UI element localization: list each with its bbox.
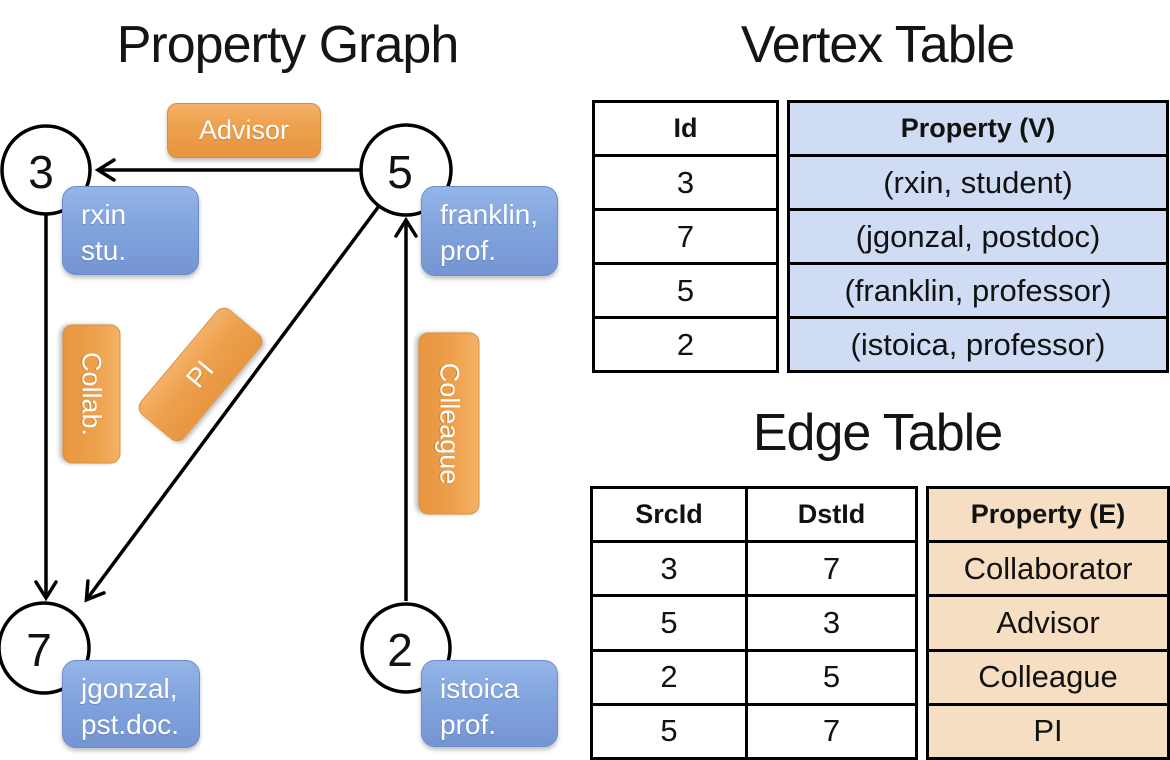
edge-property-header: Property (E)	[926, 485, 1170, 544]
node-2-property-box: istoica prof.	[421, 660, 558, 747]
vertex-row-property: (istoica, professor)	[787, 316, 1169, 373]
edge-table-property-column: Property (E) Collaborator Advisor Collea…	[926, 485, 1170, 760]
edge-row-srcid: 3	[590, 540, 748, 598]
edge-dstid-header: DstId	[745, 485, 918, 544]
node-7-property-line2: pst.doc.	[81, 709, 180, 740]
vertex-table: Id 3 7 5 2 Property (V) (rxin, student) …	[592, 100, 1169, 373]
property-graph-title: Property Graph	[116, 16, 460, 74]
edge-row-dstid: 3	[745, 594, 918, 652]
edge-table-id-columns: SrcId DstId 3 7 5 3 2 5 5 7	[590, 485, 918, 760]
vertex-table-id-column: Id 3 7 5 2	[592, 100, 779, 373]
node-5-id: 5	[387, 146, 413, 198]
edge-srcid-header: SrcId	[590, 485, 748, 544]
vertex-id-header: Id	[592, 100, 779, 157]
node-3-property-line2: stu.	[81, 235, 127, 266]
node-7-property-line1: jgonzal,	[81, 673, 178, 704]
node-7-id: 7	[26, 624, 52, 676]
edge-row-property: Advisor	[926, 594, 1170, 652]
edge-table: SrcId DstId 3 7 5 3 2 5 5 7 Property (E)…	[590, 485, 1170, 760]
node-5-property-line2: prof.	[440, 235, 497, 266]
edge-row-property: Collaborator	[926, 540, 1170, 598]
edge-row-srcid: 5	[590, 594, 748, 652]
edge-row-dstid: 7	[745, 540, 918, 598]
vertex-row-property: (rxin, student)	[787, 154, 1169, 211]
colleague-edge-label: Colleague	[418, 332, 480, 515]
vertex-row-property: (jgonzal, postdoc)	[787, 208, 1169, 265]
node-7-property-box: jgonzal, pst.doc.	[62, 660, 200, 748]
edge-row-dstid: 5	[745, 648, 918, 706]
edge-row-property: Colleague	[926, 648, 1170, 706]
node-3-property-line1: rxin	[81, 199, 127, 230]
node-2-property-line1: istoica	[440, 673, 520, 704]
edge-table-title: Edge Table	[752, 404, 1003, 462]
vertex-row-id: 7	[592, 208, 779, 265]
node-3-id: 3	[28, 146, 54, 198]
vertex-row-id: 3	[592, 154, 779, 211]
node-3-property-box: rxin stu.	[62, 186, 199, 275]
vertex-row-id: 5	[592, 262, 779, 319]
vertex-row-id: 2	[592, 316, 779, 373]
edge-row-dstid: 7	[745, 702, 918, 760]
advisor-edge-label: Advisor	[167, 103, 321, 158]
property-graph-drawing: 3 5 7 2	[0, 123, 453, 695]
node-2-property-line2: prof.	[440, 709, 497, 740]
pi-edge-arrow	[84, 204, 381, 603]
vertex-table-title: Vertex Table	[740, 16, 1015, 74]
vertex-property-header: Property (V)	[787, 100, 1169, 157]
vertex-table-property-column: Property (V) (rxin, student) (jgonzal, p…	[787, 100, 1169, 373]
vertex-row-property: (franklin, professor)	[787, 262, 1169, 319]
edge-row-srcid: 5	[590, 702, 748, 760]
node-2-id: 2	[387, 624, 413, 676]
edge-row-property: PI	[926, 702, 1170, 760]
edge-row-srcid: 2	[590, 648, 748, 706]
node-5-property-box: franklin, prof.	[421, 186, 558, 276]
collab-edge-label: Collab.	[62, 324, 121, 464]
node-5-property-line1: franklin,	[440, 199, 539, 230]
